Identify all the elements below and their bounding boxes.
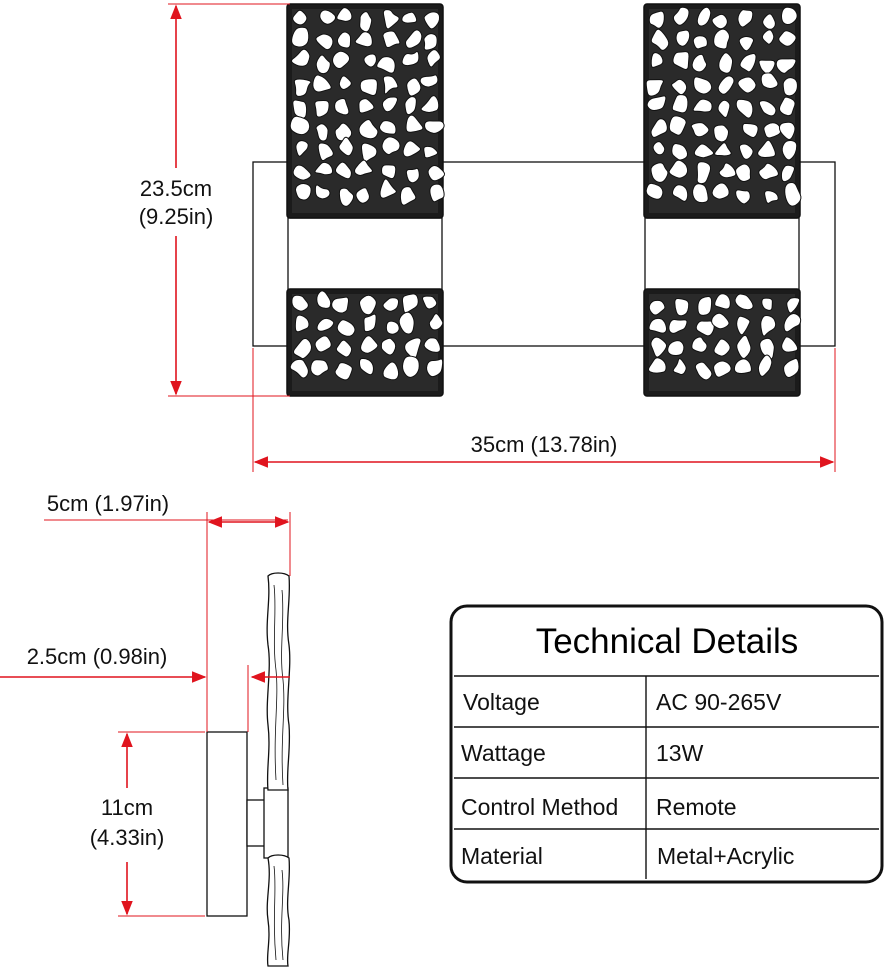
table-row-value: 13W: [656, 740, 704, 766]
table-row-value: Metal+Acrylic: [657, 843, 794, 869]
table-row-value: AC 90-265V: [656, 689, 782, 715]
right-lower-panel: [643, 288, 802, 397]
front-view: [252, 3, 836, 397]
side-view: [206, 572, 291, 967]
table-row-label: Voltage: [463, 689, 540, 715]
wall-base: [206, 731, 248, 917]
left-upper-panel: [286, 3, 446, 219]
depth-label: 5cm (1.97in): [47, 491, 169, 516]
width-dimension: 35cm (13.78in): [252, 348, 836, 472]
panel-offset-label: 2.5cm (0.98in): [27, 644, 168, 669]
depth-dimension: 5cm (1.97in): [44, 491, 291, 732]
connector-arm: [246, 799, 266, 847]
height-cm-label: 23.5cm: [140, 176, 212, 201]
base-height-cm-label: 11cm: [101, 795, 153, 820]
base-height-dimension: 11cm (4.33in): [90, 731, 205, 917]
right-fixture-center: [644, 217, 800, 291]
table-title: Technical Details: [536, 622, 799, 661]
table-row-label: Wattage: [461, 740, 546, 766]
mount-block: [263, 787, 289, 859]
side-panel-upper: [266, 572, 291, 791]
technical-details-table: Technical Details Voltage AC 90-265V Wat…: [449, 604, 884, 884]
table-row-value: Remote: [656, 794, 737, 820]
left-fixture-center: [287, 217, 443, 291]
height-dimension: 23.5cm (9.25in): [139, 3, 290, 397]
side-panel-lower: [266, 854, 291, 967]
width-label: 35cm (13.78in): [471, 432, 618, 457]
height-in-label: (9.25in): [139, 204, 214, 229]
right-upper-panel: [643, 3, 802, 219]
table-row-label: Material: [461, 843, 543, 869]
table-row-label: Control Method: [461, 794, 618, 820]
panel-offset-dimension: 2.5cm (0.98in): [0, 644, 290, 732]
base-height-in-label: (4.33in): [90, 825, 165, 850]
left-lower-panel: [286, 288, 444, 397]
